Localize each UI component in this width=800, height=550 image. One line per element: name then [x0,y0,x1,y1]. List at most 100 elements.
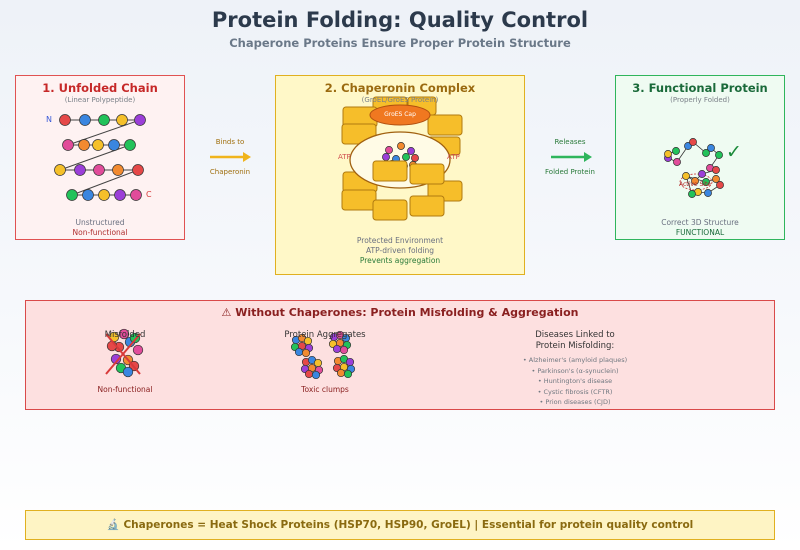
cross-mark-icon [105,333,141,375]
misfolded-bead [110,353,122,365]
aggregate-bead [332,344,342,354]
aggregates-label: Protein Aggregates [284,330,366,340]
misfolding-panel [25,300,775,410]
c-terminus-label: C [146,190,152,199]
arrow-in-label-top: Binds to [215,138,245,146]
active-site-label: Active Site [679,181,711,188]
chaperonin-desc-1: Protected Environment [356,236,444,245]
unfolded-chain-graphic [54,114,146,201]
amino-acid-bead [688,190,696,198]
functional-title: 3. Functional Protein [632,81,768,95]
aggregate-bead [343,369,353,379]
arrow-out-label-top: Releases [554,138,586,146]
substrate-bead [411,154,419,162]
amino-acid-bead [672,147,680,155]
chaperonin-subunit [427,114,463,136]
chaperonin-subunit [372,199,408,221]
amino-acid-bead [98,114,110,126]
chaperonin-graphic [341,96,463,221]
disease-item: • Prion diseases (CJD) [539,398,611,406]
misfolded-bead [122,366,134,378]
amino-acid-bead [79,114,91,126]
amino-acid-bead [54,164,66,176]
misfolded-label: Misfolded [104,330,146,340]
page-title: Protein Folding: Quality Control [211,8,589,32]
chaperonin-subtitle: (GroEL/GroES Protein) [361,96,439,104]
amino-acid-bead [98,189,110,201]
arrow-head-icon [243,152,251,162]
misfolding-title: ⚠ Without Chaperones: Protein Misfolding… [221,306,579,319]
amino-acid-bead [59,114,71,126]
aggregates-graphic [290,330,356,380]
substrate-bead [402,153,410,161]
substrate-bead [382,153,390,161]
disease-item: • Huntington's disease [537,377,613,385]
amino-acid-bead [93,164,105,176]
disease-item: • Parkinson's (α-synuclein) [531,366,619,375]
substrate-bead [397,142,405,150]
aggregate-bead [294,347,304,357]
arrow-head-icon [584,152,592,162]
amino-acid-bead [112,164,124,176]
amino-acid-bead [673,158,681,166]
page-subtitle: Chaperone Proteins Ensure Proper Protein… [229,36,571,50]
disease-item: • Cystic fibrosis (CFTR) [537,387,613,396]
aggregate-bead [301,348,311,358]
amino-acid-bead [134,114,146,126]
aggregate-bead [339,345,349,355]
chaperonin-title: 2. Chaperonin Complex [324,81,476,95]
groes-cap-label: GroES Cap [384,111,416,118]
footer-text: 🔬 Chaperones = Heat Shock Proteins (HSP7… [106,519,694,531]
arrow-out-label-bottom: Folded Protein [545,168,595,176]
amino-acid-bead [712,175,720,183]
amino-acid-bead [702,178,710,186]
unfolded-status-2: Non-functional [72,228,128,237]
amino-acid-bead [92,139,104,151]
amino-acid-bead [66,189,78,201]
amino-acid-bead [62,139,74,151]
atp-left-label: ATP [338,153,351,161]
unfolded-chain-panel [15,75,185,240]
amino-acid-bead [664,150,672,158]
aggregates-caption: Toxic clumps [301,385,349,394]
aggregate-bead [311,370,321,380]
amino-acid-bead [130,189,142,201]
amino-acid-bead [702,149,710,157]
unfolded-status-1: Unstructured [75,218,125,227]
unfolded-title: 1. Unfolded Chain [42,81,158,95]
disease-item: • Alzheimer's (amyloid plaques) [522,356,628,364]
amino-acid-bead [704,189,712,197]
amino-acid-bead [715,151,723,159]
footer-banner [25,510,775,540]
chaperonin-subunit [341,189,377,211]
arrow-in-label-bottom: Chaperonin [209,168,251,176]
amino-acid-bead [74,164,86,176]
misfolded-graphic [105,328,144,378]
amino-acid-bead [698,170,706,178]
aggregate-bead [336,368,346,378]
misfolded-caption: Non-functional [97,385,153,394]
amino-acid-bead [82,189,94,201]
arrows-graphic [210,152,592,162]
n-terminus-label: N [46,115,52,124]
aggregate-bead [304,369,314,379]
chaperonin-desc-3: Prevents aggregation [359,256,441,265]
atp-right-label: ATP [447,153,460,161]
chaperonin-subunit [409,195,445,217]
amino-acid-bead [132,164,144,176]
amino-acid-bead [691,177,699,185]
check-icon: ✓ [726,141,742,163]
aggregate-bead [345,357,355,367]
unfolded-subtitle: (Linear Polypeptide) [64,96,136,104]
amino-acid-bead [716,181,724,189]
amino-acid-bead [707,144,715,152]
amino-acid-bead [712,166,720,174]
amino-acid-bead [114,189,126,201]
misfolded-bead [118,328,130,340]
amino-acid-bead [78,139,90,151]
amino-acid-bead [689,138,697,146]
groes-cap [369,104,431,126]
substrate-bead [407,147,415,155]
amino-acid-bead [108,139,120,151]
